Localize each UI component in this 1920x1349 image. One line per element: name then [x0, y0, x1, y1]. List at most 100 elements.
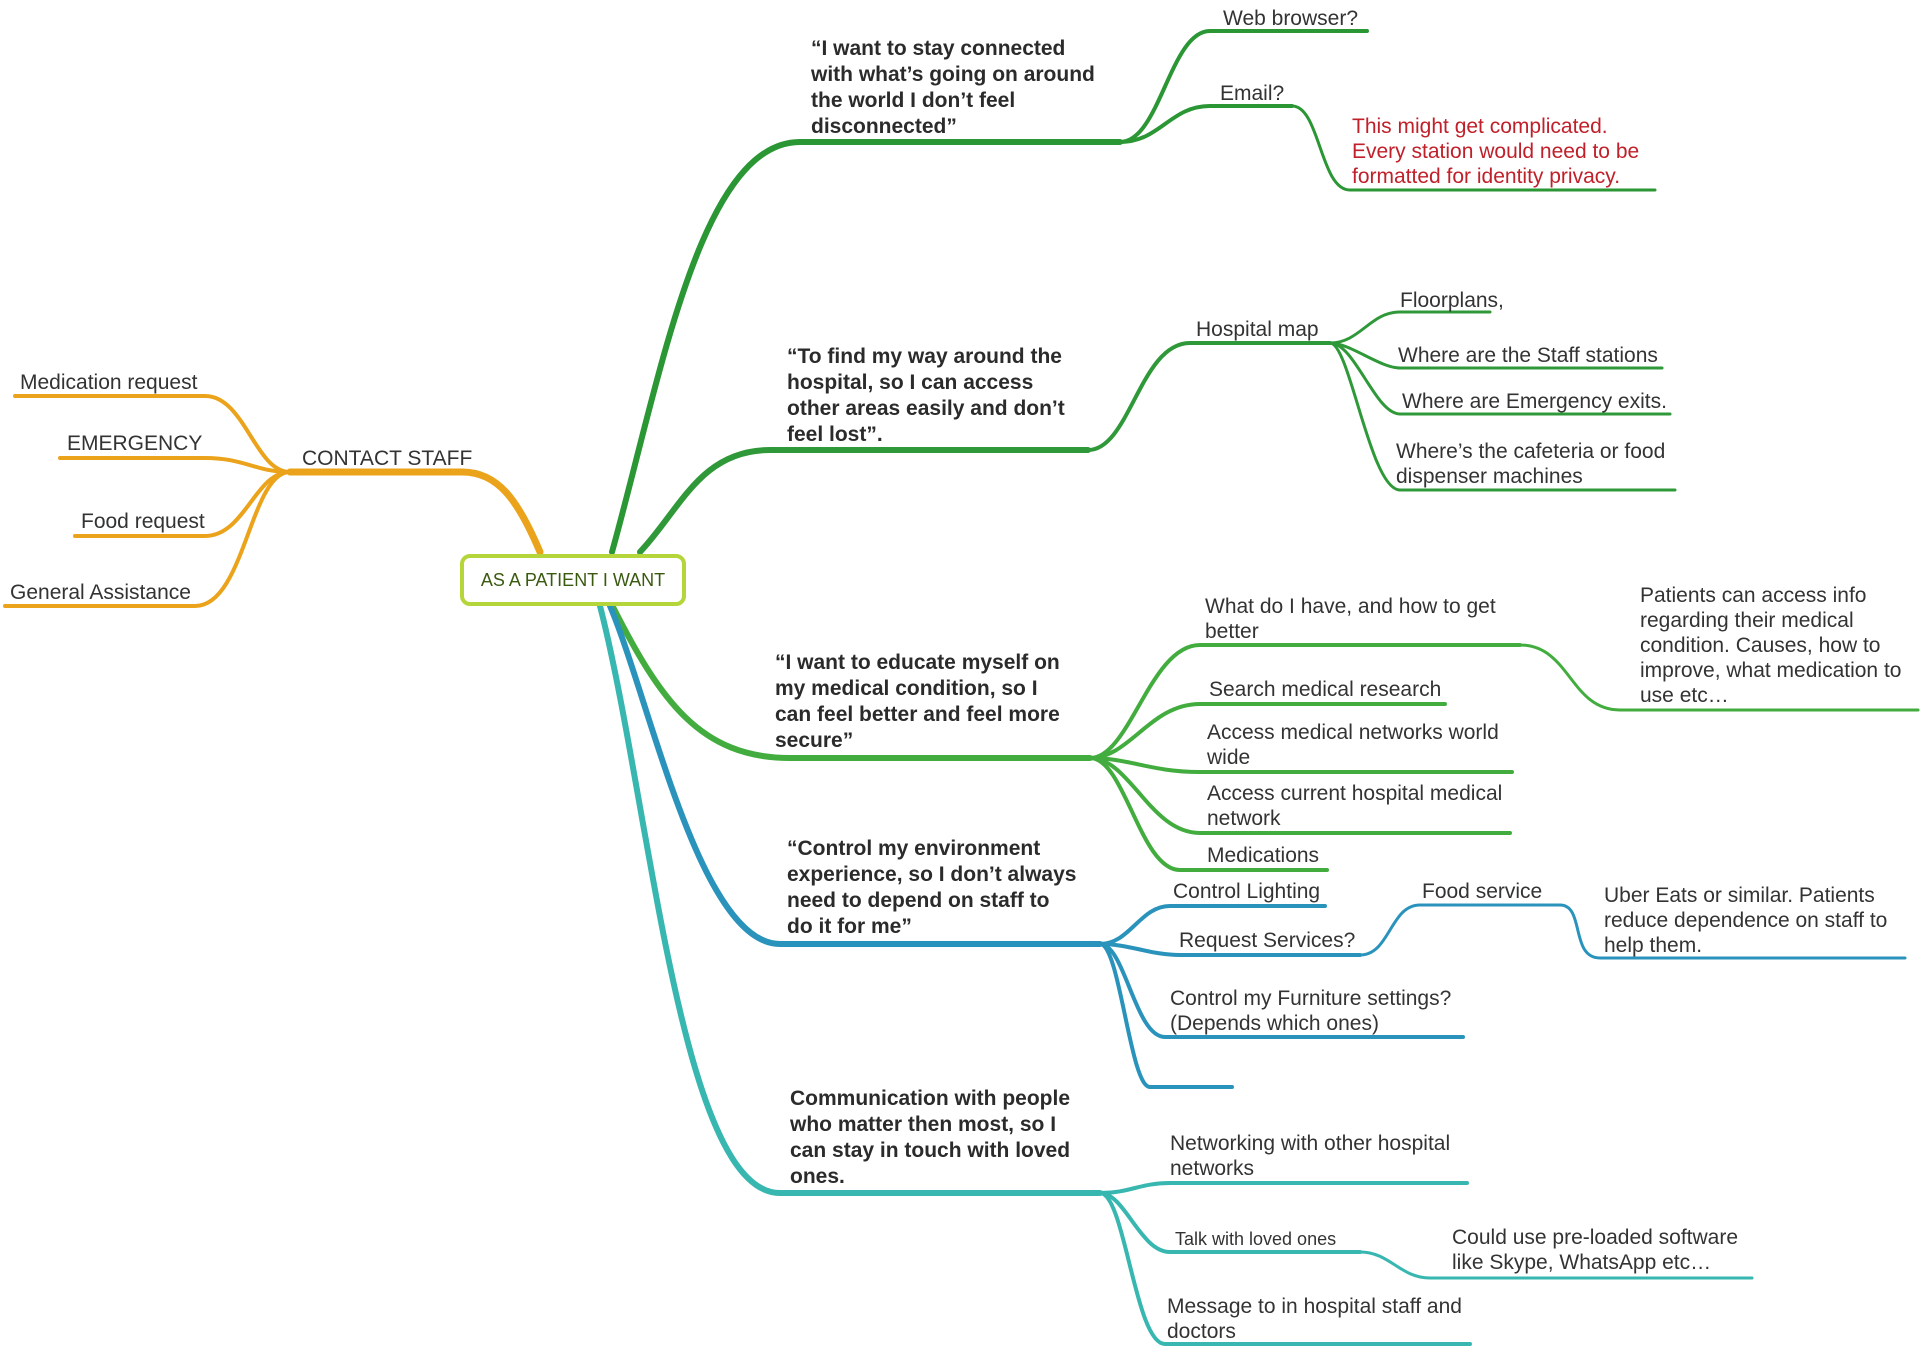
talk-loved-ones-node[interactable]: Talk with loved ones [1175, 1229, 1337, 1249]
branch-line: “I want to educate myself on [775, 651, 1060, 674]
branch-control-environment[interactable]: “Control my environment experience, so I… [787, 836, 1076, 940]
note-line: reduce dependence on staff to [1604, 909, 1888, 932]
root-node[interactable]: AS A PATIENT I WANT [460, 554, 686, 606]
edge-b1-web [1118, 29, 1369, 144]
edge-request-food [1358, 903, 1562, 957]
node-line: Access current hospital medical [1207, 782, 1503, 805]
note-line: improve, what medication to [1640, 659, 1902, 682]
branch-line: disconnected” [811, 115, 957, 138]
control-lighting-node[interactable]: Control Lighting [1173, 880, 1321, 903]
branch-line: need to depend on staff to [787, 889, 1050, 912]
medication-request-node[interactable]: Medication request [20, 371, 198, 394]
branch-line: hospital, so I can access [787, 371, 1034, 394]
search-research-node[interactable]: Search medical research [1209, 678, 1442, 701]
furniture-settings-node[interactable]: Control my Furniture settings? (Depends … [1170, 986, 1451, 1036]
edge-contact-medication [13, 394, 292, 474]
note-line: help them. [1604, 934, 1703, 957]
node-line: Networking with other hospital [1170, 1132, 1451, 1155]
branch-line: can stay in touch with loved [790, 1139, 1071, 1162]
node-line: better [1205, 620, 1259, 643]
preloaded-software-note: Could use pre-loaded software like Skype… [1452, 1225, 1738, 1275]
medications-node[interactable]: Medications [1207, 844, 1320, 867]
branch-line: ones. [790, 1165, 845, 1188]
request-services-node[interactable]: Request Services? [1179, 929, 1356, 952]
emergency-node[interactable]: EMERGENCY [67, 432, 203, 455]
branch-line: can feel better and feel more [775, 703, 1060, 726]
branch-line: other areas easily and don’t [787, 397, 1065, 420]
branch-line: “To find my way around the [787, 345, 1062, 368]
edge-contact-emergency [58, 456, 292, 474]
web-browser-node[interactable]: Web browser? [1223, 7, 1359, 30]
node-line: network [1207, 807, 1281, 830]
node-line: networks [1170, 1157, 1255, 1180]
edge-b2-map [1086, 341, 1332, 452]
uber-eats-note: Uber Eats or similar. Patients reduce de… [1604, 883, 1887, 958]
branch-communication[interactable]: Communication with people who matter the… [790, 1086, 1070, 1190]
branch-line: do it for me” [787, 915, 912, 938]
edge-b3-networks [1088, 756, 1514, 774]
edge-map-exits [1328, 341, 1672, 416]
hospital-map-node[interactable]: Hospital map [1196, 318, 1319, 341]
edge-root-b2 [637, 447, 1091, 555]
note-line: Could use pre-loaded software [1452, 1226, 1739, 1249]
edge-b3-what [1088, 643, 1522, 760]
cafeteria-node[interactable]: Where’s the cafeteria or food dispenser … [1396, 439, 1665, 489]
contact-staff-node[interactable]: CONTACT STAFF [302, 447, 473, 470]
branch-stay-connected[interactable]: “I want to stay connected with what’s go… [811, 36, 1095, 140]
edge-b3-current [1088, 756, 1512, 835]
edge-root-b5 [597, 603, 1103, 1196]
edge-talk-skype [1358, 1250, 1754, 1280]
edge-b4-lighting [1098, 904, 1327, 946]
branch-line: secure” [775, 729, 854, 752]
note-line: Uber Eats or similar. Patients [1604, 884, 1875, 907]
edge-b4-empty [1098, 942, 1234, 1089]
edge-b5-net [1098, 1181, 1469, 1195]
note-line: condition. Causes, how to [1640, 634, 1881, 657]
node-line: dispenser machines [1396, 465, 1583, 488]
edge-root-contact [286, 468, 544, 556]
general-assistance-node[interactable]: General Assistance [10, 581, 191, 604]
node-line: Control my Furniture settings? [1170, 987, 1452, 1010]
note-line: Every station would need to be [1352, 140, 1640, 163]
edge-b5-talk [1098, 1191, 1362, 1254]
note-line: like Skype, WhatsApp etc… [1452, 1251, 1712, 1274]
node-line: Message to in hospital staff and [1167, 1295, 1462, 1318]
edge-b1-email [1118, 104, 1294, 144]
email-node[interactable]: Email? [1220, 82, 1285, 105]
medical-networks-node[interactable]: Access medical networks world wide [1207, 720, 1499, 770]
privacy-note: This might get complicated. Every statio… [1352, 114, 1639, 189]
staff-stations-node[interactable]: Where are the Staff stations [1398, 344, 1658, 367]
emergency-exits-node[interactable]: Where are Emergency exits. [1402, 390, 1667, 413]
node-line: wide [1207, 746, 1251, 769]
edge-root-b1 [609, 139, 1123, 555]
edge-contact-assistance [3, 470, 292, 608]
branch-line: experience, so I don’t always [787, 863, 1077, 886]
edge-root-b4 [607, 603, 1103, 947]
edge-map-floor [1328, 310, 1492, 345]
floorplans-node[interactable]: Floorplans, [1400, 289, 1504, 312]
note-line: Patients can access info [1640, 584, 1867, 607]
branch-line: who matter then most, so I [790, 1113, 1057, 1136]
branch-find-way[interactable]: “To find my way around the hospital, so … [787, 344, 1065, 448]
hospital-networking-node[interactable]: Networking with other hospital networks [1170, 1131, 1450, 1181]
note-line: regarding their medical [1640, 609, 1854, 632]
node-line: Where’s the cafeteria or food [1396, 440, 1666, 463]
food-service-node[interactable]: Food service [1422, 880, 1543, 903]
note-line: This might get complicated. [1352, 115, 1608, 138]
node-line: doctors [1167, 1320, 1236, 1343]
edge-b3-meds [1088, 756, 1329, 872]
branch-line: feel lost”. [787, 423, 883, 446]
what-do-i-have-node[interactable]: What do I have, and how to get better [1205, 594, 1496, 644]
branch-educate[interactable]: “I want to educate myself on my medical … [775, 650, 1060, 754]
branch-line: Communication with people [790, 1087, 1071, 1110]
note-line: formatted for identity privacy. [1352, 165, 1621, 188]
hospital-network-node[interactable]: Access current hospital medical network [1207, 781, 1502, 831]
message-staff-node[interactable]: Message to in hospital staff and doctors [1167, 1294, 1462, 1344]
food-request-node[interactable]: Food request [81, 510, 205, 533]
edge-b3-search [1088, 702, 1447, 760]
branch-line: “Control my environment [787, 837, 1041, 860]
node-line: (Depends which ones) [1170, 1012, 1379, 1035]
branch-line: the world I don’t feel [811, 89, 1016, 112]
edge-b5-msg [1098, 1191, 1472, 1346]
edge-what-info [1518, 643, 1920, 712]
